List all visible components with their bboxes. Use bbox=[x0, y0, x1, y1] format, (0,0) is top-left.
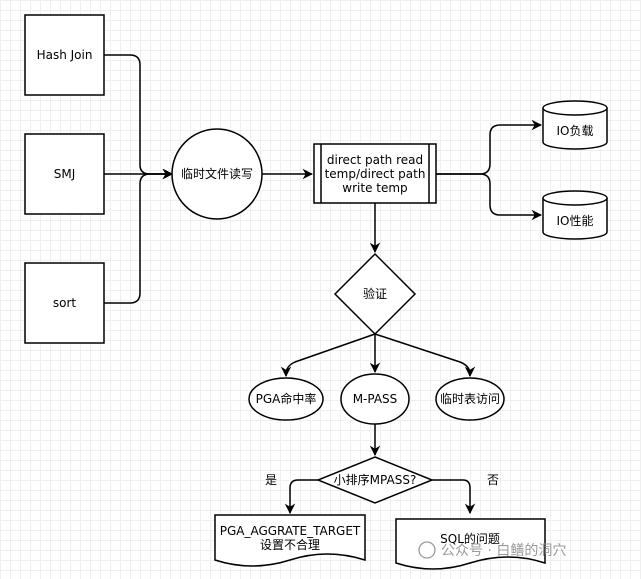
node-pga-target: PGA_AGGRATE_TARGET 设置不合理 bbox=[214, 514, 366, 567]
node-m-pass: M-PASS bbox=[340, 373, 410, 425]
sort-label: sort bbox=[53, 296, 77, 310]
temp-file-rw-label: 临时文件读写 bbox=[181, 166, 253, 181]
node-io-load: IO负载 bbox=[542, 100, 608, 150]
hash-join-label: Hash Join bbox=[37, 48, 93, 62]
node-verify: 验证 bbox=[333, 252, 417, 336]
smj-label: SMJ bbox=[54, 167, 76, 181]
verify-label: 验证 bbox=[363, 286, 387, 301]
direct-path-label-line1: direct path read bbox=[327, 153, 423, 167]
edge-verify-to-pga-hit bbox=[280, 333, 376, 378]
edge-direct-path-to-io-load bbox=[436, 119, 543, 175]
edge-direct-path-to-io-perf bbox=[436, 173, 543, 221]
edges bbox=[104, 54, 543, 515]
edge-hash-join-to-temp-file bbox=[104, 54, 174, 180]
node-smj: SMJ bbox=[24, 133, 105, 215]
pga-target-label-line1: PGA_AGGRATE_TARGET bbox=[220, 524, 361, 538]
node-decision: 小排序MPASS? bbox=[315, 456, 435, 504]
edge-decision-yes bbox=[284, 479, 318, 515]
edge-decision-no bbox=[432, 479, 476, 515]
node-sql-issue: SQL的问题 bbox=[395, 518, 546, 570]
pga-hit-label: PGA命中率 bbox=[256, 391, 317, 406]
temp-table-label: 临时表访问 bbox=[440, 392, 500, 406]
direct-path-label-line3: write temp bbox=[342, 181, 407, 195]
edge-label-yes: 是 bbox=[265, 473, 277, 487]
node-io-perf: IO性能 bbox=[542, 190, 608, 240]
node-hash-join: Hash Join bbox=[24, 14, 105, 96]
node-temp-file-rw: 临时文件读写 bbox=[171, 128, 263, 220]
edge-label-no: 否 bbox=[487, 473, 499, 487]
io-load-label: IO负载 bbox=[557, 124, 594, 138]
pga-target-label-line2: 设置不合理 bbox=[260, 537, 320, 552]
wechat-logo-icon bbox=[418, 541, 436, 559]
node-temp-table: 临时表访问 bbox=[435, 377, 505, 421]
node-direct-path: direct path read temp/direct path write … bbox=[313, 143, 437, 204]
node-pga-hit: PGA命中率 bbox=[248, 377, 324, 421]
io-perf-label: IO性能 bbox=[557, 214, 594, 228]
edge-verify-to-temp-table bbox=[374, 333, 476, 378]
watermark: 公众号 · 白鳝的洞穴 bbox=[418, 541, 566, 559]
node-sort: sort bbox=[24, 262, 105, 344]
watermark-text: 公众号 · 白鳝的洞穴 bbox=[441, 543, 566, 559]
m-pass-label: M-PASS bbox=[353, 392, 398, 406]
decision-label: 小排序MPASS? bbox=[334, 472, 417, 487]
edge-sort-to-temp-file bbox=[104, 168, 174, 304]
direct-path-label-line2: temp/direct path bbox=[325, 167, 426, 181]
sql-issue-label: SQL的问题 bbox=[440, 531, 500, 546]
